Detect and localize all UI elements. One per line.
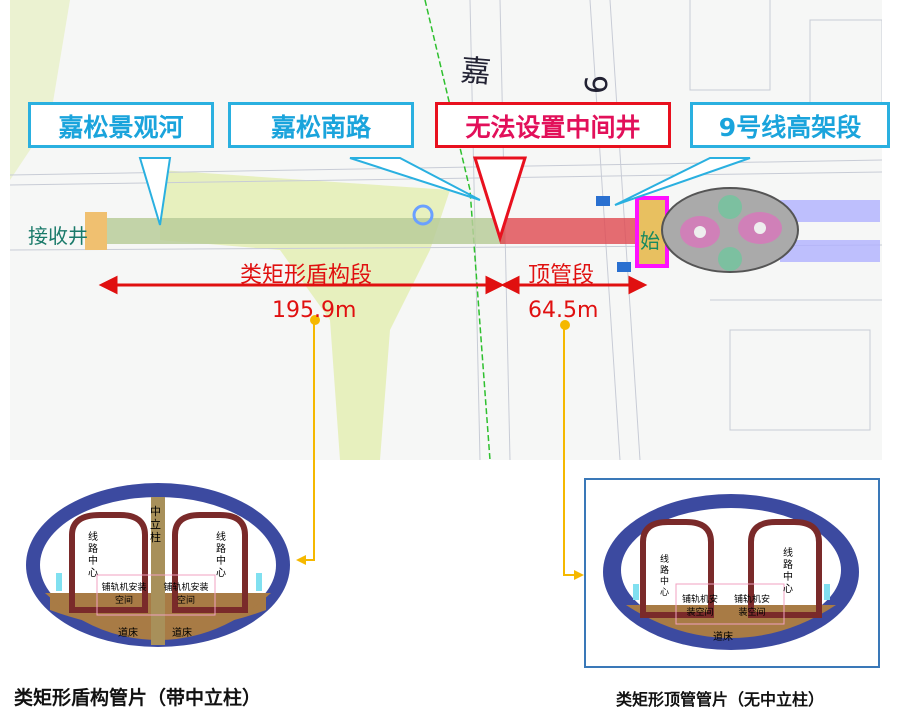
pipe-jacking-section-frame xyxy=(584,478,880,668)
callout-jiasong-south-road: 嘉松南路 xyxy=(228,102,414,148)
site-plan-map: 嘉 9 始 xyxy=(9,0,883,461)
receiving-shaft-label: 接收井 xyxy=(28,224,88,248)
line-center-label-left: 线路中心 xyxy=(88,532,98,579)
installation-space-label-left-2: 铺轨机安装空间 xyxy=(681,595,718,618)
pipe-jacking-cross-section xyxy=(603,494,859,650)
shield-segment-length: 195.9m xyxy=(272,298,357,323)
map-drawing: 嘉 9 始 xyxy=(9,0,883,461)
track-bed-label-right: 道床 xyxy=(172,628,192,639)
svg-text:嘉: 嘉 xyxy=(459,53,492,90)
track-bed-label-left: 道床 xyxy=(118,628,138,639)
installation-space-label-right: 铺轨机安装空间 xyxy=(163,583,209,606)
pipe-jacking-segment-length: 64.5m xyxy=(528,298,599,323)
shield-segment-label: 类矩形盾构段 xyxy=(240,263,373,288)
center-column-label: 中立柱 xyxy=(150,505,161,544)
track-bed-label-2: 道床 xyxy=(713,632,733,643)
line-center-label-right-2: 线路中心 xyxy=(783,548,793,595)
shield-cross-section xyxy=(20,475,300,659)
svg-text:9: 9 xyxy=(577,75,612,94)
callout-jiasong-river: 嘉松景观河 xyxy=(28,102,214,148)
shield-section-caption: 类矩形盾构管片（带中立柱） xyxy=(14,687,262,709)
line-center-label-left-2: 线路中心 xyxy=(660,555,670,598)
pipe-jacking-section-caption: 类矩形顶管管片（无中立柱） xyxy=(616,690,825,709)
installation-space-label-left: 铺轨机安装空间 xyxy=(101,583,147,606)
svg-text:始: 始 xyxy=(640,229,660,253)
tbm-cutterhead-icon xyxy=(661,187,799,273)
line-center-label-right: 线路中心 xyxy=(216,532,226,579)
installation-space-label-right-2: 铺轨机安装空间 xyxy=(733,595,770,618)
callout-no-intermediate-shaft: 无法设置中间井 xyxy=(435,102,671,148)
callout-line9-elevated: 9号线高架段 xyxy=(690,102,890,148)
pipe-jacking-segment-label: 顶管段 xyxy=(528,263,595,288)
